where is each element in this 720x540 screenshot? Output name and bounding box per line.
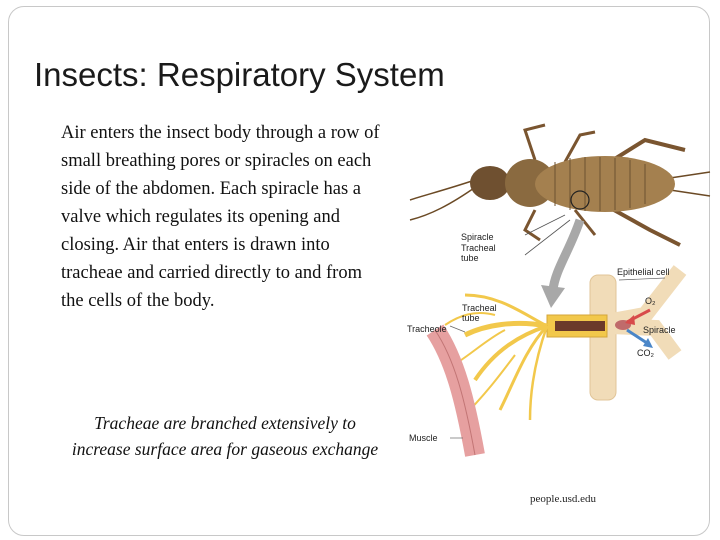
label-spiracle-top: Spiracle: [461, 232, 494, 242]
zoom-arrow: [548, 218, 585, 291]
abdomen-segments: [554, 157, 646, 211]
label-muscle: Muscle: [409, 433, 438, 443]
insect-illustration: [409, 123, 711, 256]
label-epithelial-cell: Epithelial cell: [617, 267, 670, 277]
label-tracheal-tube-1: Tracheal: [462, 303, 497, 313]
respiratory-diagram: Spiracle Tracheal tube Epithelial cell O…: [405, 120, 715, 460]
spiracle-highlight: [570, 190, 590, 210]
label-o2: O₂: [645, 296, 656, 306]
muscle-fiber: [426, 324, 485, 457]
label-tracheole: Tracheole: [407, 324, 447, 334]
label-co2: CO₂: [637, 348, 654, 358]
label-spiracle-right: Spiracle: [643, 325, 676, 335]
body-paragraph: Air enters the insect body through a row…: [61, 123, 380, 311]
label-tracheal-tube-top-1: Tracheal: [461, 243, 496, 253]
slide-frame: [8, 6, 710, 536]
caption: Tracheae are branched extensively to inc…: [71, 413, 379, 459]
diagram-svg: [409, 123, 711, 457]
label-tracheal-tube-2: tube: [462, 313, 480, 323]
label-tracheal-tube-top-2: tube: [461, 253, 479, 263]
slide-title: Insects: Respiratory System: [34, 56, 445, 93]
image-credit: people.usd.edu: [530, 493, 596, 505]
tracheal-system: [444, 293, 608, 421]
